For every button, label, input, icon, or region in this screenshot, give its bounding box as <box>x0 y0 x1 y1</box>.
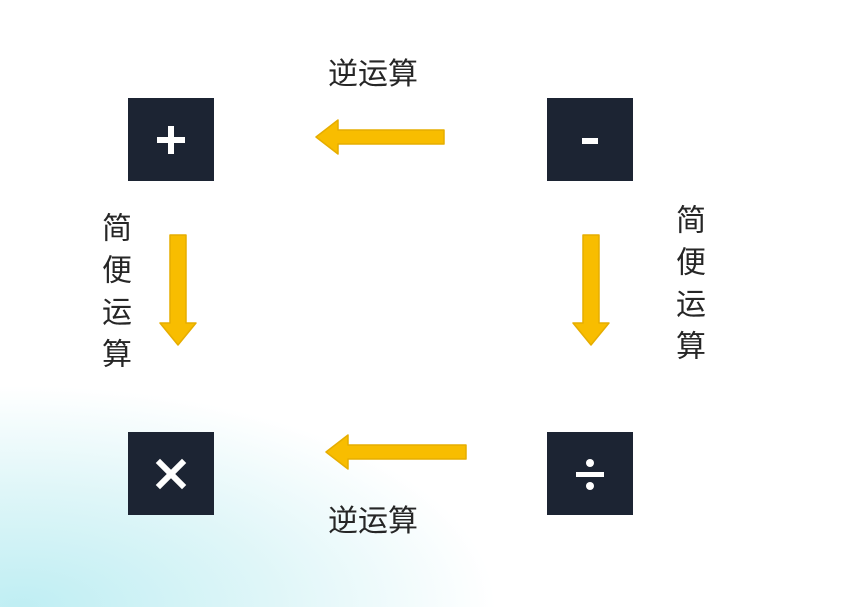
arrow-left-bottom <box>325 434 467 470</box>
times-operation-box <box>128 432 214 515</box>
minus-operation-box <box>547 98 633 181</box>
times-icon <box>155 458 187 489</box>
divide-operation-box <box>547 432 633 515</box>
simplified-operation-label-right: 简便运算 <box>670 204 705 372</box>
arrow-left-top <box>315 119 445 155</box>
plus-icon <box>157 125 185 154</box>
divide-icon <box>576 458 604 490</box>
plus-operation-box <box>128 98 214 181</box>
minus-icon <box>582 137 598 144</box>
arrow-down-left <box>159 234 197 346</box>
inverse-operation-label-top: 逆运算 <box>328 57 418 92</box>
arrow-down-right <box>572 234 610 346</box>
inverse-operation-label-bottom: 逆运算 <box>328 504 418 539</box>
simplified-operation-label-left: 简便运算 <box>96 212 131 380</box>
